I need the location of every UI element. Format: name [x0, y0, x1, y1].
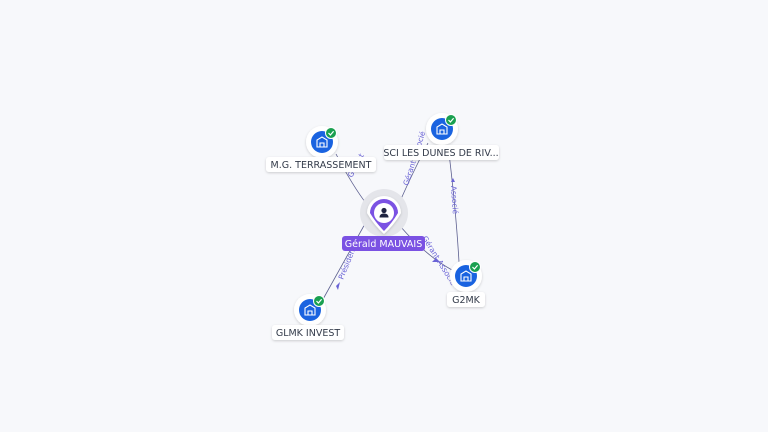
company-label-g2mk: G2MK: [447, 292, 485, 307]
company-label-glmk: GLMK INVEST: [272, 325, 344, 340]
building-icon: [460, 270, 472, 282]
center-label: Gérald MAUVAIS: [342, 236, 425, 251]
check-icon: [445, 114, 457, 126]
building-icon: [436, 123, 448, 135]
company-label-sci: SCI LES DUNES DE RIV...: [383, 145, 499, 160]
edge-g2mk: [399, 225, 453, 271]
edge-arrow: [451, 178, 455, 182]
company-node-glmk[interactable]: [294, 294, 326, 326]
company-node-mg[interactable]: [306, 126, 338, 158]
building-icon: [316, 136, 328, 148]
company-name: SCI LES DUNES DE RIV...: [383, 148, 498, 159]
edge-arrow: [432, 258, 440, 262]
check-icon: [325, 127, 337, 139]
edge-glmk: [321, 221, 367, 302]
edge-label-sci-g2mk: Associé: [449, 186, 460, 215]
company-node-sci[interactable]: [426, 113, 458, 145]
building-icon: [304, 304, 316, 316]
company-label-mg: M.G. TERRASSEMENT: [266, 157, 376, 172]
company-name: M.G. TERRASSEMENT: [271, 160, 372, 171]
edge-arrow: [336, 282, 340, 290]
company-name: GLMK INVEST: [276, 328, 341, 339]
person-name: Gérald MAUVAIS: [345, 239, 423, 250]
company-node-g2mk[interactable]: [450, 260, 482, 292]
check-icon: [313, 295, 325, 307]
person-node-center[interactable]: [360, 189, 408, 237]
check-icon: [469, 261, 481, 273]
company-name: G2MK: [452, 295, 481, 306]
person-icon: [379, 207, 389, 218]
